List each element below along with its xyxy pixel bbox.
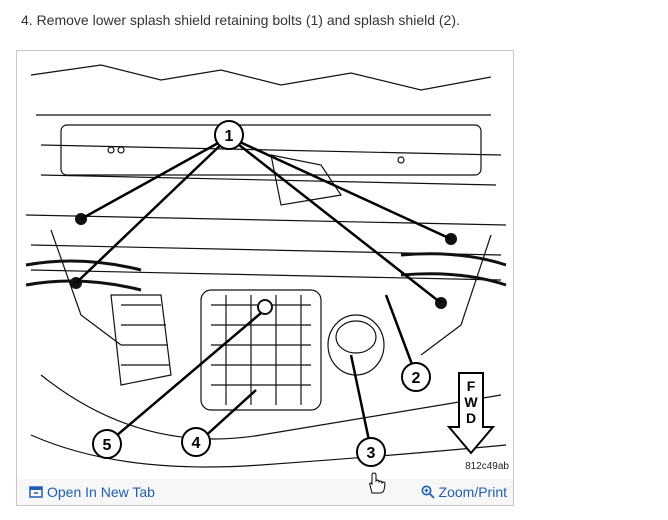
callout-2: 2 xyxy=(401,362,431,392)
open-in-new-tab-icon xyxy=(29,486,43,498)
zoom-magnifier-icon xyxy=(421,485,435,499)
callout-1: 1 xyxy=(214,120,244,150)
callout-4: 4 xyxy=(181,427,211,457)
svg-text:3: 3 xyxy=(367,445,376,462)
callout-5: 5 xyxy=(92,429,122,459)
svg-text:W: W xyxy=(464,394,478,410)
svg-text:4: 4 xyxy=(192,435,201,452)
svg-text:2: 2 xyxy=(412,370,421,387)
figure-footer: Open In New Tab Zoom/Print xyxy=(17,479,513,505)
splash-shield-diagram: 1 2 3 4 5 F W D 812c49ab xyxy=(21,55,511,480)
instruction-text: 4. Remove lower splash shield retaining … xyxy=(21,12,460,28)
svg-text:F: F xyxy=(467,378,476,394)
svg-text:1: 1 xyxy=(225,128,234,145)
hand-cursor-icon xyxy=(369,472,386,494)
figure-id: 812c49ab xyxy=(465,461,509,472)
open-in-new-tab-link[interactable]: Open In New Tab xyxy=(29,484,155,500)
figure-container: 1 2 3 4 5 F W D 812c49ab xyxy=(16,50,514,506)
fwd-arrow: F W D xyxy=(446,372,496,455)
open-in-new-tab-label: Open In New Tab xyxy=(47,484,155,500)
callout-3: 3 xyxy=(356,437,386,467)
zoom-print-label: Zoom/Print xyxy=(438,484,507,500)
zoom-print-link[interactable]: Zoom/Print xyxy=(421,484,507,500)
svg-text:D: D xyxy=(466,410,476,426)
svg-text:5: 5 xyxy=(103,437,112,454)
